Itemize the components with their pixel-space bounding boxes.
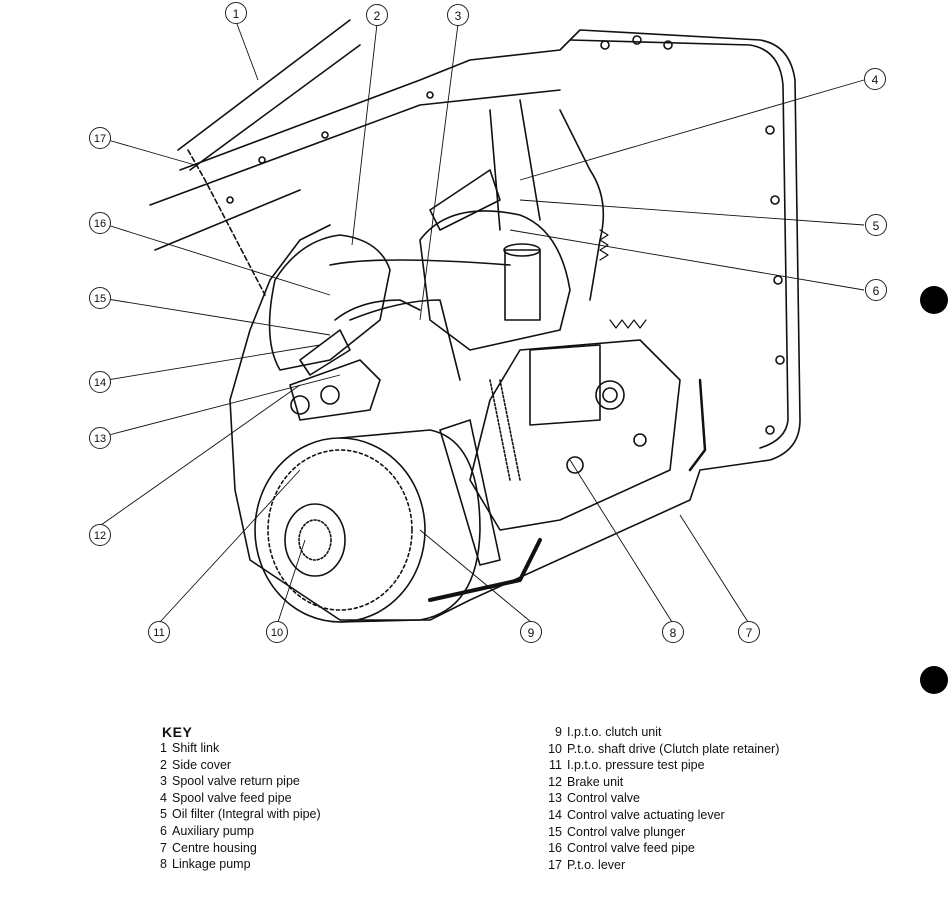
leader-lines	[100, 23, 865, 623]
callout-15: 15	[89, 287, 111, 309]
callout-14: 14	[89, 371, 111, 393]
callout-10: 10	[266, 621, 288, 643]
callout-12: 12	[89, 524, 111, 546]
housing-outline	[179, 29, 801, 621]
pto-lever	[187, 149, 266, 296]
callout-6: 6	[865, 279, 887, 301]
callout-1: 1	[225, 2, 247, 24]
callout-16: 16	[89, 212, 111, 234]
binder-hole-top	[920, 286, 948, 314]
auxiliary-pump	[419, 210, 571, 351]
callout-4: 4	[864, 68, 886, 90]
oil-filter	[504, 249, 541, 321]
ipto-clutch-unit	[254, 429, 481, 623]
transmission-diagram	[100, 19, 865, 623]
shift-link-rod	[177, 19, 361, 171]
control-valve-feed-pipe	[334, 299, 421, 321]
flange-bolts	[226, 35, 785, 435]
key-title: KEY	[162, 724, 193, 740]
callout-8: 8	[662, 621, 684, 643]
spool-valve-feed-pipe	[489, 99, 605, 301]
callout-2: 2	[366, 4, 388, 26]
callout-5: 5	[865, 214, 887, 236]
side-cover	[268, 234, 391, 371]
callout-7: 7	[738, 621, 760, 643]
callout-13: 13	[89, 427, 111, 449]
callout-9: 9	[520, 621, 542, 643]
control-valve	[289, 359, 381, 421]
callout-3: 3	[447, 4, 469, 26]
linkage-pump	[469, 339, 681, 531]
callout-17: 17	[89, 127, 111, 149]
binder-hole-bottom	[920, 666, 948, 694]
callout-11: 11	[148, 621, 170, 643]
